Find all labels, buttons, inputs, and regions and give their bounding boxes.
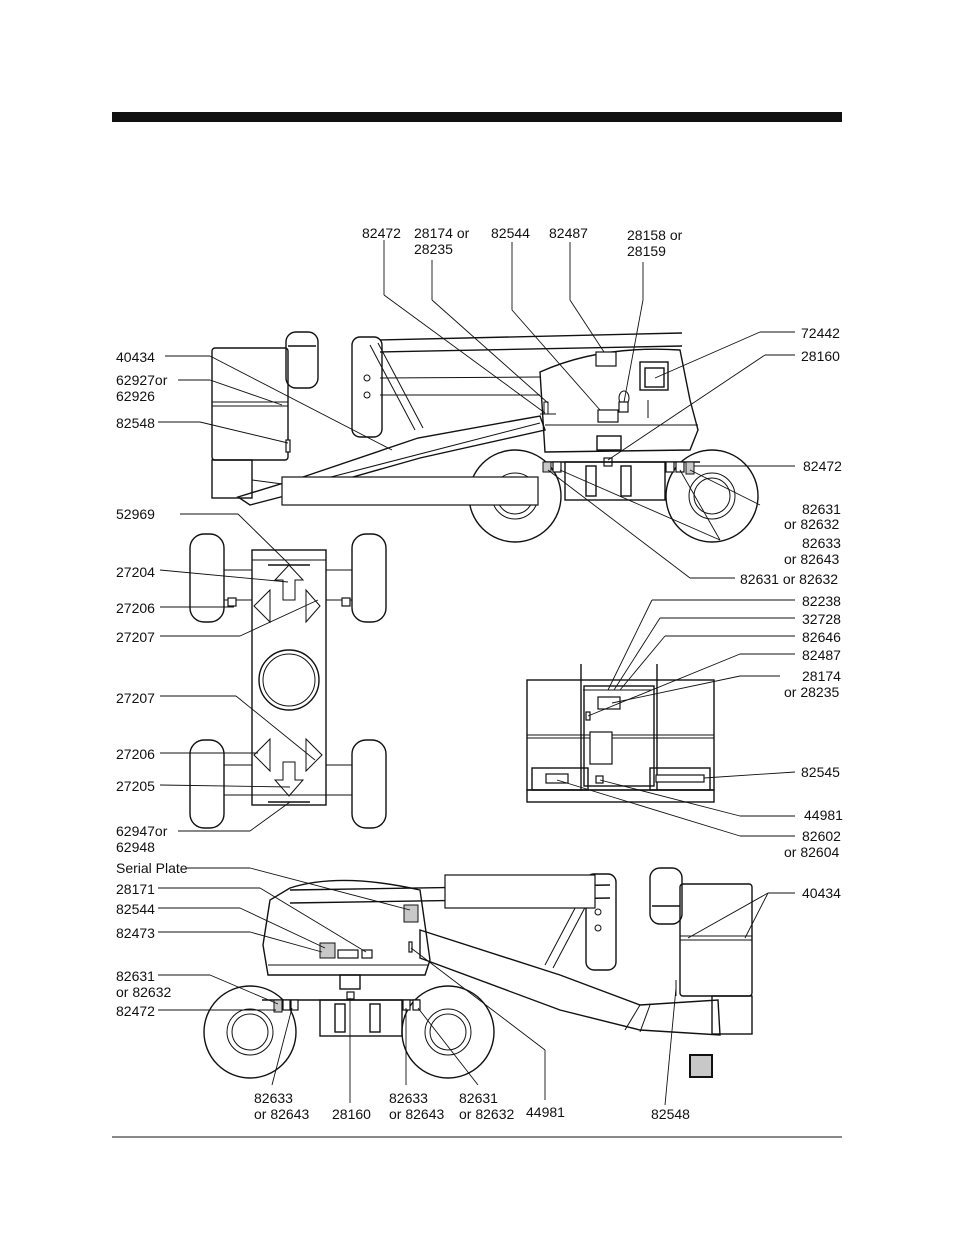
callout-82633-right: 82633 — [802, 535, 841, 551]
callout-28174-top: 28174 or — [414, 225, 470, 241]
callout-82544-top: 82544 — [491, 225, 530, 241]
platform-leaders — [556, 599, 796, 837]
callout-44981-right: 44981 — [804, 807, 843, 823]
callout-27207-a: 27207 — [116, 629, 155, 645]
callout-82631or82632-right: 82631 or 82632 — [740, 571, 838, 587]
callout-62948: 62948 — [116, 839, 155, 855]
callout-or82643-bottom-b: or 82643 — [389, 1106, 444, 1122]
plan-view-leaders — [159, 513, 319, 832]
callout-labels: 82472 28174 or 28235 82544 82487 28158 o… — [116, 225, 843, 1122]
callout-or82604: or 82604 — [784, 844, 839, 860]
shaded-decal-swatch — [689, 1054, 713, 1078]
callout-40434-right: 40434 — [802, 885, 841, 901]
callout-28174-right: 28174 — [802, 668, 841, 684]
side-view-left — [203, 867, 753, 1079]
callout-or82632-right: or 82632 — [784, 516, 839, 532]
callout-82487-top: 82487 — [549, 225, 588, 241]
side-view-left-leaders — [158, 867, 795, 1106]
callout-27205: 27205 — [116, 778, 155, 794]
callout-62927: 62927or — [116, 372, 168, 388]
callout-28235-top: 28235 — [414, 241, 453, 257]
callout-40434-left: 40434 — [116, 349, 155, 365]
header-bar — [112, 112, 842, 122]
callout-32728: 32728 — [802, 611, 841, 627]
callout-82472-left: 82472 — [116, 1003, 155, 1019]
callout-82646: 82646 — [802, 629, 841, 645]
callout-82544-left: 82544 — [116, 901, 155, 917]
callout-82472-right: 82472 — [803, 458, 842, 474]
callout-28160-right: 28160 — [801, 348, 840, 364]
callout-82238: 82238 — [802, 593, 841, 609]
callout-82633-bottom-b: 82633 — [389, 1090, 428, 1106]
callout-82545: 82545 — [801, 764, 840, 780]
callout-82602: 82602 — [802, 828, 841, 844]
callout-82473: 82473 — [116, 925, 155, 941]
callout-28171: 28171 — [116, 881, 155, 897]
plan-view — [189, 533, 387, 829]
callout-28159-top: 28159 — [627, 243, 666, 259]
callout-82631-right: 82631 — [802, 501, 841, 517]
callout-27206-b: 27206 — [116, 746, 155, 762]
callout-or82643-right: or 82643 — [784, 551, 839, 567]
callout-or82643-bottom-a: or 82643 — [254, 1106, 309, 1122]
callout-82633-bottom-a: 82633 — [254, 1090, 293, 1106]
callout-or82632-left: or 82632 — [116, 984, 171, 1000]
callout-or82632-bottom: or 82632 — [459, 1106, 514, 1122]
callout-27207-b: 27207 — [116, 690, 155, 706]
side-view-leaders — [158, 240, 795, 579]
callout-82631-left: 82631 — [116, 968, 155, 984]
callout-serial-plate: Serial Plate — [116, 860, 188, 876]
callout-62947: 62947or — [116, 823, 168, 839]
callout-27204: 27204 — [116, 564, 155, 580]
callout-72442: 72442 — [801, 325, 840, 341]
callout-28158-top: 28158 or — [627, 227, 683, 243]
side-view-right — [211, 331, 759, 543]
callout-82548-left: 82548 — [116, 415, 155, 431]
callout-82472-top: 82472 — [362, 225, 401, 241]
callout-82548-bottom: 82548 — [651, 1106, 690, 1122]
callout-82487-right: 82487 — [802, 647, 841, 663]
callout-52969: 52969 — [116, 506, 155, 522]
callout-28160-bottom: 28160 — [332, 1106, 371, 1122]
callout-44981-bottom: 44981 — [526, 1104, 565, 1120]
callout-62926: 62926 — [116, 388, 155, 404]
platform-view — [526, 664, 715, 803]
callout-or28235-right: or 28235 — [784, 684, 839, 700]
callout-82631-bottom: 82631 — [459, 1090, 498, 1106]
callout-27206-a: 27206 — [116, 600, 155, 616]
